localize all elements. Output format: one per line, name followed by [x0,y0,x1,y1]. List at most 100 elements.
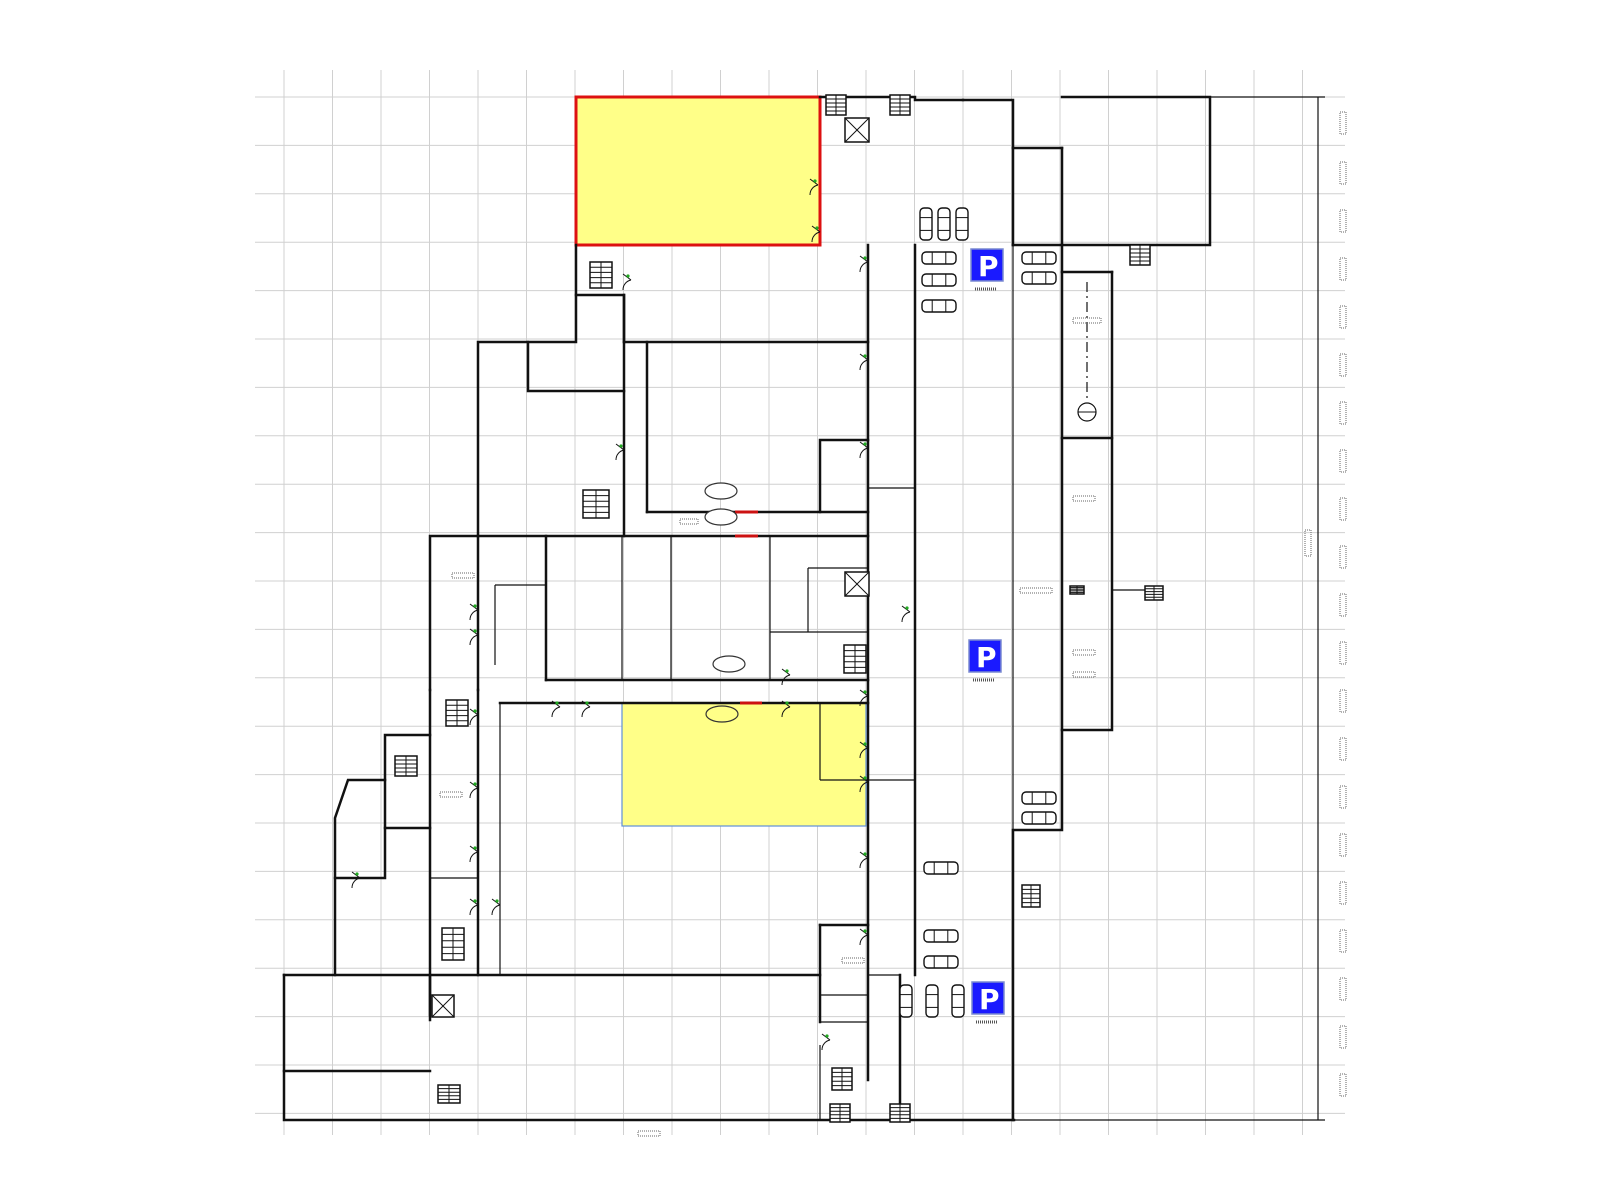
stair-icon [825,94,847,116]
door-icon [469,603,479,621]
building-walls [282,95,1325,1122]
door-icon [811,225,821,243]
hatch-marker [1339,1073,1347,1097]
hatch-marker [1072,495,1096,502]
hatch-marker [1339,497,1347,521]
car-icon [923,955,959,969]
hatch-marker [1339,449,1347,473]
hatch-marker [1339,305,1347,329]
door-icon [859,689,869,707]
hatch-marker [1339,737,1347,761]
stair-icon [589,261,613,289]
car-icon [1021,811,1057,825]
stair-icon [1144,585,1164,601]
stair-icon [394,755,418,777]
hatch-marker [1339,257,1347,281]
hatch-marker [1339,833,1347,857]
door-icon [781,668,791,686]
hatch-marker [1019,587,1053,594]
door-icon [809,178,819,196]
door-icon [821,1033,831,1051]
stair-icon [1021,884,1041,908]
car-icon [899,984,913,1018]
stair-icon [437,1084,461,1104]
hatch-marker [439,791,463,798]
door-icon [859,851,869,869]
hydrant-icon [712,655,746,673]
hatch-marker [637,1130,661,1137]
door-icon [551,700,561,718]
hatch-marker [1339,353,1347,377]
hatch-marker [1339,161,1347,185]
car-icon [937,207,951,241]
hatch-marker [1339,1025,1347,1049]
stair-icon [829,1103,851,1123]
hatch-marker [1339,209,1347,233]
door-icon [469,845,479,863]
parking-sign-letter: P [979,983,1000,1016]
car-icon [923,861,959,875]
parking-sign-north[interactable]: P [970,248,1004,291]
hatch-marker [1339,689,1347,713]
car-icon [951,984,965,1018]
door-icon [469,898,479,916]
door-icon [581,700,591,718]
car-icon [919,207,933,241]
door-icon [859,441,869,459]
parking-sign-letter: P [976,641,997,674]
hatch-marker [1072,671,1096,678]
car-icon [1021,251,1057,265]
door-icon [615,443,625,461]
parking-sign-south[interactable]: P [971,981,1005,1024]
stair-icon [831,1067,853,1091]
elevator-icon [844,117,870,143]
hydrant-icon [704,508,738,526]
door-icon [469,781,479,799]
hatch-marker [1339,545,1347,569]
hatch-marker [1339,881,1347,905]
parking-signs: P P P [968,248,1005,1024]
hydrant-icon [705,705,739,723]
parking-sign-letter: P [978,250,999,283]
door-icon [859,928,869,946]
stair-icon [582,489,610,519]
hydrant-icon [704,482,738,500]
car-icon [955,207,969,241]
selected-unit-highlight[interactable] [574,95,822,247]
stair-icon [843,644,867,674]
hatch-marker [1304,529,1312,557]
stair-icon [441,927,465,961]
stair-icon [445,699,469,727]
door-icon [901,605,911,623]
hatch-marker [1339,401,1347,425]
parked-cars [899,207,1057,1018]
door-icon [859,353,869,371]
elevator-icon [844,571,870,597]
available-unit-highlight[interactable] [621,702,867,827]
stair-icon [889,94,911,116]
hatch-marker [1339,593,1347,617]
elevator-icon [431,994,455,1018]
car-icon [1021,271,1057,285]
stair-icon [889,1103,911,1123]
door-icon [859,741,869,759]
door-icon [859,255,869,273]
door-icons [351,178,911,1051]
door-icon [859,775,869,793]
car-icon [1021,791,1057,805]
hatch-marker [1339,785,1347,809]
stair-icon [1129,244,1151,266]
ramp-line [1077,282,1097,422]
hatch-marker [1339,641,1347,665]
door-icon [469,628,479,646]
hatch-marker [1072,317,1102,324]
parking-sign-middle[interactable]: P [968,639,1002,682]
hatch-marker [1339,111,1347,135]
door-icon [622,273,632,291]
car-icon [921,273,957,287]
hatch-marker [841,957,865,964]
door-icon [469,708,479,726]
hatched-markers [439,111,1347,1137]
